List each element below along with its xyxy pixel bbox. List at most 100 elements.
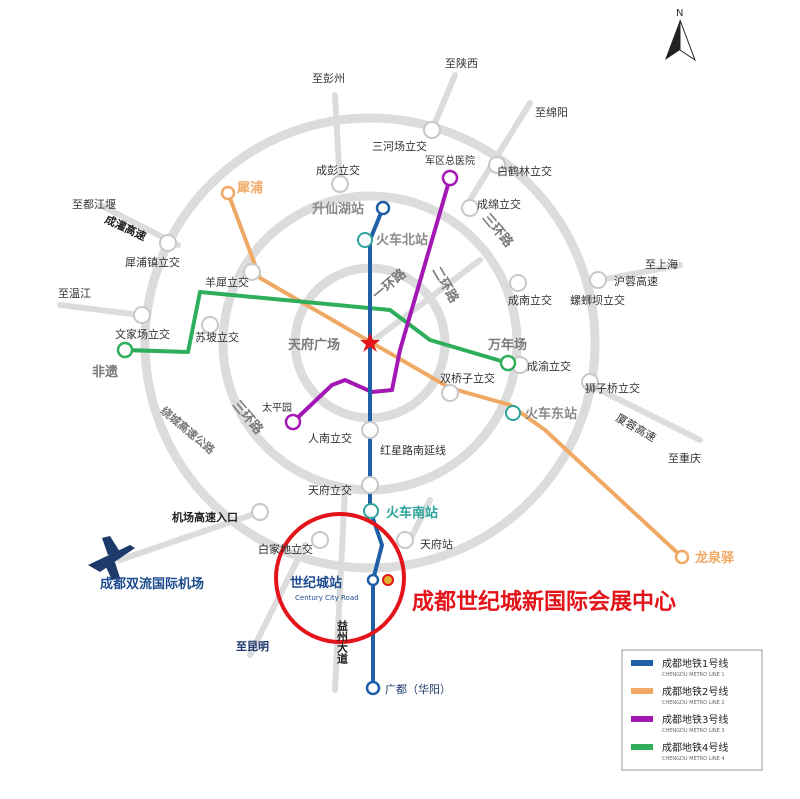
label-jichang-gaosu: 机场高速入口 [172, 510, 238, 524]
label-baihelin: 白鹤林立交 [497, 164, 552, 178]
label-hongxing-ext: 红星路南延线 [380, 443, 446, 457]
north-arrow-icon: N [665, 8, 697, 62]
metro-line-1 [368, 206, 385, 690]
road-inner-ne [367, 257, 483, 346]
node-baijia [311, 531, 329, 549]
label-chengpeng: 成彭立交 [316, 163, 360, 177]
node-baihelin [488, 156, 506, 174]
label-zhi-chongqing: 至重庆 [668, 451, 701, 465]
terminal-shengxianhu [375, 200, 391, 216]
terminal-guangdu [365, 680, 381, 696]
legend-label: 成都地铁4号线 [662, 741, 728, 754]
label-zhi-pengzhou: 至彭州 [312, 71, 345, 85]
tianfu-square-star-icon [360, 333, 380, 352]
road-tianfu [407, 497, 433, 543]
legend-label: 成都地铁1号线 [662, 657, 728, 670]
road-mianyang [467, 100, 533, 203]
label-huochenan: 火车南站 [386, 505, 438, 521]
node-shuangqiaozi [441, 384, 459, 402]
label-chengnan: 成南立交 [508, 293, 552, 307]
label-huyu-gaosu: 沪蓉高速 [614, 274, 658, 288]
node-yangxi [243, 263, 261, 281]
train-icon [363, 503, 379, 519]
label-supo: 苏坡立交 [195, 330, 239, 344]
label-baijia: 白家地立交 [258, 542, 313, 556]
label-chengyu: 成渝立交 [527, 359, 571, 373]
terminal-taipingyuan [284, 413, 302, 431]
label-junqu-hospital: 军区总医院 [425, 154, 475, 167]
terminal-feiyuan [116, 341, 134, 359]
legend-sublabel: CHENGDU METRO LINE 4 [662, 756, 725, 762]
legend-swatch [631, 688, 653, 694]
label-guangdu: 广都（华阳） [385, 682, 451, 696]
node-wenjiachang [133, 306, 151, 324]
label-sanhechang: 三河场立交 [372, 139, 427, 153]
label-longquanyi: 龙泉驿 [695, 550, 735, 566]
radial-roads [57, 72, 703, 693]
node-supo [201, 316, 219, 334]
road-shaanxi [429, 72, 458, 133]
label-feiyuan: 非遗 [92, 364, 119, 380]
road-airport [117, 509, 263, 563]
road-south [332, 487, 348, 693]
train-station-icons [357, 232, 521, 519]
node-shiziqiao [581, 373, 599, 391]
legend-label: 成都地铁3号线 [662, 713, 728, 726]
road-wenjiang [57, 302, 143, 318]
label-yizhou-dadao: 益州大道 [336, 619, 350, 665]
terminal-junqu [441, 169, 459, 187]
road-shanghai [597, 262, 683, 283]
label-century-city-cn: 世纪城站 [290, 575, 342, 591]
road-chongqing [587, 382, 703, 443]
node-sanhechang [423, 121, 441, 139]
label-chengmian: 成绵立交 [477, 197, 521, 211]
label-century-city-en: Century City Road [295, 594, 359, 602]
label-pixian: 犀浦 [237, 180, 263, 196]
terminal-wanniancha [499, 354, 517, 372]
label-zhi-mianyang: 至绵阳 [535, 105, 568, 119]
expo-center-marker-icon [382, 574, 394, 586]
label-shengxianhu: 升仙湖站 [312, 201, 364, 217]
legend-swatch [631, 744, 653, 750]
label-tianfu-station: 天府站 [420, 537, 453, 551]
node-chengnan [509, 274, 527, 292]
legend-swatch [631, 716, 653, 722]
legend-items: 成都地铁1号线 CHENGDU METRO LINE 1 成都地铁2号线 CHENGD… [631, 657, 728, 762]
legend: 成都地铁1号线 CHENGDU METRO LINE 1 成都地铁2号线 CHENGD… [621, 649, 763, 771]
terminal-pixian [220, 185, 236, 201]
node-tianfu-station [396, 531, 414, 549]
legend-label: 成都地铁2号线 [662, 685, 728, 698]
label-huochebei: 火车北站 [376, 232, 428, 248]
label-wanniancha: 万年场 [487, 337, 527, 353]
label-zhi-kunming: 至昆明 [236, 640, 269, 653]
metro-line-4 [123, 290, 510, 365]
node-xipuzhen [159, 234, 177, 252]
label-taipingyuan: 太平园 [262, 401, 292, 414]
label-wenjiachang: 文家场立交 [115, 327, 170, 341]
label-airport-name: 成都双流国际机场 [100, 576, 204, 592]
terminal-stations [116, 169, 690, 696]
label-tianfu-lijiao: 天府立交 [308, 483, 352, 497]
label-luosiba: 螺蛳坝立交 [570, 293, 625, 307]
label-renan: 人南立交 [308, 431, 352, 445]
node-chengmian [461, 199, 479, 217]
label-zhi-wenjiang: 至温江 [58, 287, 91, 300]
label-shuangqiaozi: 双桥子立交 [440, 371, 495, 385]
highlight-circle [274, 512, 406, 644]
airplane-icon [88, 536, 135, 580]
legend-sublabel: CHENGDU METRO LINE 2 [662, 700, 725, 706]
train-icon [357, 232, 373, 248]
legend-sublabel: CHENGDU METRO LINE 3 [662, 728, 725, 734]
train-icon [505, 405, 521, 421]
label-expo-center: 成都世纪城新国际会展中心 [412, 589, 676, 615]
road-pengzhou [332, 92, 343, 188]
label-zhi-shanghai: 至上海 [645, 257, 678, 271]
label-shiziqiao: 狮子桥立交 [585, 381, 640, 395]
label-zhi-dujiangyan: 至都江堰 [72, 198, 116, 211]
road-kunming [247, 542, 308, 658]
legend-sublabel: CHENGDU METRO LINE 1 [662, 672, 725, 678]
node-chengpeng [331, 175, 349, 193]
terminal-longquanyi [674, 549, 690, 565]
interchange-nodes [133, 121, 607, 549]
